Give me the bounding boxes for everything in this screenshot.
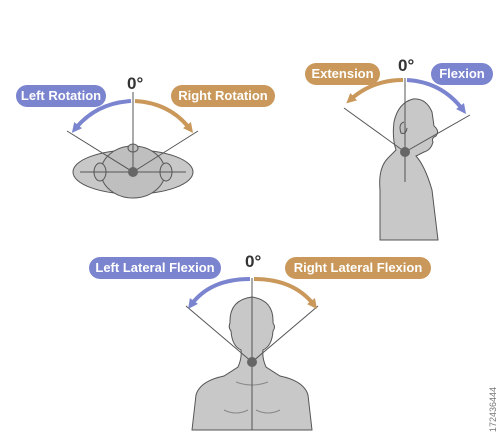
- rotation-panel: [66, 92, 199, 199]
- flexion-panel: [343, 78, 471, 241]
- rotation-zero-label: 0°: [127, 74, 144, 93]
- flexion-pivot: [400, 147, 410, 157]
- flexion-label: Flexion: [431, 63, 493, 85]
- side-body-silhouette: [379, 98, 439, 241]
- right-rotation-label: Right Rotation: [171, 85, 275, 107]
- lateral-pivot: [247, 357, 257, 367]
- left-rotation-label: Left Rotation: [16, 85, 106, 107]
- right-lateral-arrow: [253, 277, 318, 309]
- extension-label: Extension: [305, 63, 380, 85]
- left-lateral-arrow: [188, 277, 251, 310]
- flexion-arrow: [406, 78, 467, 114]
- lateral-zero-label: 0°: [245, 252, 262, 271]
- left-lateral-label: Left Lateral Flexion: [89, 257, 221, 279]
- left-rotation-arrow: [71, 99, 132, 133]
- right-rotation-arrow: [134, 99, 194, 133]
- lateral-guide-lines: [185, 278, 319, 430]
- stock-id-label: 172436444: [488, 386, 498, 432]
- rotation-guide-lines: [66, 92, 199, 173]
- rotation-pivot: [128, 167, 138, 177]
- right-lateral-label: Right Lateral Flexion: [285, 257, 431, 279]
- extension-arrow: [346, 78, 404, 104]
- flexion-zero-label: 0°: [398, 56, 415, 75]
- lateral-panel: [185, 277, 319, 431]
